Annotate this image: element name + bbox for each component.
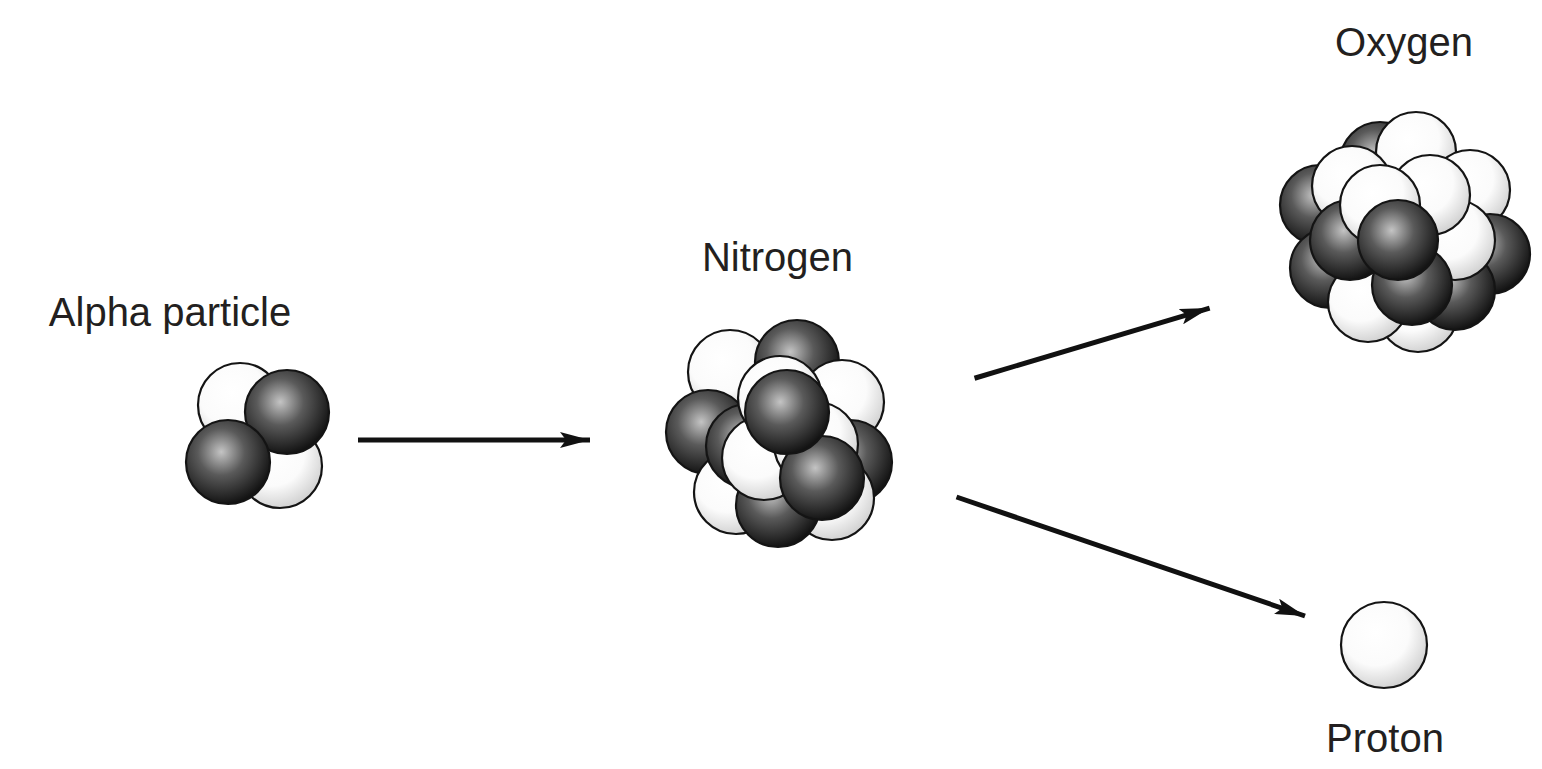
oxygen-node: Oxygen [1270,20,1538,360]
node-label: Alpha particle [45,290,295,334]
reaction-arrow [975,308,1210,378]
proton-sphere [1341,602,1427,688]
neutron-sphere [745,370,829,454]
neutron-sphere [186,420,270,504]
proton-node: Proton [1305,595,1465,760]
nitrogen-node: Nitrogen [660,235,895,550]
node-label: Proton [1322,716,1448,760]
reaction-arrow [358,438,590,443]
neutron-sphere [1358,200,1438,280]
alpha-particle-node: Alpha particle [5,290,335,515]
reaction-arrow [957,497,1305,616]
node-label: Nitrogen [698,235,857,279]
node-label: Oxygen [1331,20,1477,64]
